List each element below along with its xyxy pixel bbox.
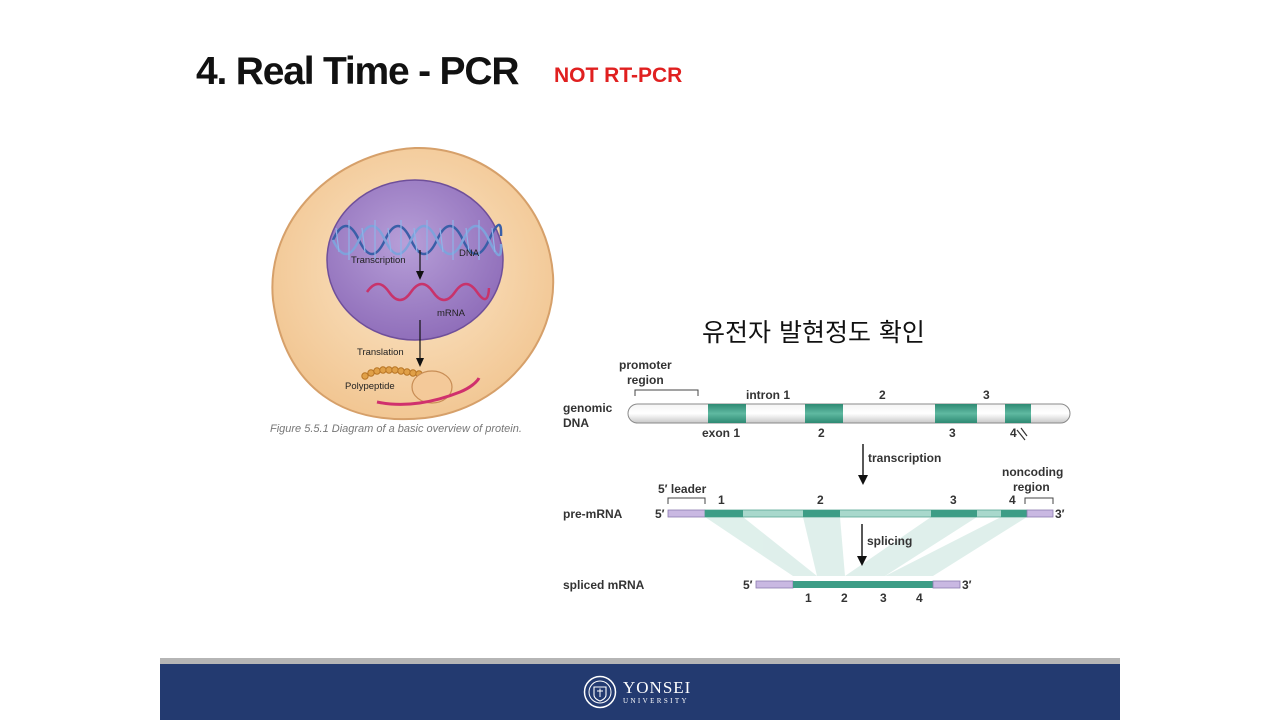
footer-bar [160, 664, 1120, 720]
cursor-mark-icon [1016, 427, 1028, 441]
pre-exon-2-num: 2 [817, 493, 824, 507]
pre-utr-5 [667, 509, 706, 518]
genomic-exon-3 [935, 404, 977, 423]
pre-exon-4 [1001, 510, 1027, 517]
pre-mrna-label: pre-mRNA [563, 507, 623, 521]
intron-1-label: intron 1 [746, 388, 790, 402]
label-mrna: mRNA [437, 308, 466, 319]
genomic-dna-tube [627, 403, 1071, 424]
spliced-three-prime: 3′ [962, 578, 972, 592]
exon-1-label: exon 1 [702, 426, 740, 440]
footer-wordmark: YONSEI UNIVERSITY [623, 679, 691, 705]
nucleus [326, 179, 504, 341]
genomic-exon-1 [708, 404, 746, 423]
spliced-utr-3 [932, 580, 961, 589]
intron-2-label: 2 [879, 388, 886, 402]
cytoplasm-mrna-icon [376, 377, 481, 406]
label-translation: Translation [357, 347, 404, 358]
cell-diagram: Transcription DNA mRNA Translation Polyp… [271, 146, 555, 420]
footer-sub: UNIVERSITY [623, 697, 689, 705]
transcription-label: transcription [868, 451, 941, 465]
pre-exon-1-num: 1 [718, 493, 725, 507]
genomic-label: genomic [563, 401, 613, 415]
label-transcription: Transcription [351, 255, 406, 266]
spliced-mrna-label: spliced mRNA [563, 578, 645, 592]
promoter-bracket [634, 389, 699, 396]
splicing-label: splicing [867, 534, 912, 548]
spliced-utr-5 [755, 580, 794, 589]
genomic-exon-4 [1005, 404, 1031, 423]
gene-expression-label: 유전자 발현정도 확인 [702, 318, 925, 347]
label-polypeptide: Polypeptide [345, 381, 395, 392]
pre-mrna-intron-strip [704, 509, 1028, 518]
ribosome [411, 370, 453, 404]
genomic-exon-2 [805, 404, 843, 423]
splicing-step-arrowhead [857, 556, 867, 566]
exon-4-label: 4 [1010, 426, 1017, 440]
spliced-exon-4-num: 4 [916, 591, 923, 605]
translation-arrowhead [416, 358, 424, 367]
pre-exon-3 [931, 510, 977, 517]
university-logo: YONSEI UNIVERSITY [583, 673, 691, 711]
transcription-step-arrowhead [858, 475, 868, 485]
promoter-region-label: region [627, 373, 664, 387]
footer-name: YONSEI [623, 678, 692, 697]
pre-three-prime: 3′ [1055, 507, 1065, 521]
noncoding-bracket [1024, 497, 1054, 504]
noncoding-label: noncoding [1002, 465, 1063, 479]
dna-helix-icon [331, 220, 503, 260]
pre-exon-2 [803, 510, 840, 517]
spliced-coding-region [793, 581, 933, 588]
pre-exon-3-num: 3 [950, 493, 957, 507]
yonsei-seal-icon [583, 675, 617, 709]
pre-exon-1 [705, 510, 743, 517]
leader-label: 5′ leader [658, 482, 707, 496]
footer-divider [160, 658, 1120, 664]
spliced-exon-3-num: 3 [880, 591, 887, 605]
transcription-arrowhead [416, 271, 424, 280]
pre-utr-3 [1026, 509, 1054, 518]
genomic-dna-label: DNA [563, 416, 589, 430]
gene-structure-diagram: promoter region genomic DNA intron 1 2 3… [563, 358, 1071, 605]
pre-exon-4-num: 4 [1009, 493, 1016, 507]
exon-2-label: 2 [818, 426, 825, 440]
mrna-wave-icon [365, 282, 491, 302]
label-dna: DNA [459, 248, 480, 259]
spliced-exon-1-num: 1 [805, 591, 812, 605]
spliced-exon-2-num: 2 [841, 591, 848, 605]
slide-subtitle: NOT RT-PCR [554, 64, 683, 87]
noncoding-region-label: region [1013, 480, 1050, 494]
exon-3-label: 3 [949, 426, 956, 440]
leader-bracket [667, 497, 706, 504]
pre-five-prime: 5′ [655, 507, 665, 521]
splice-fan [705, 517, 1027, 576]
slide-title: 4. Real Time - PCR [196, 50, 520, 93]
intron-3-label: 3 [983, 388, 990, 402]
figure-caption: Figure 5.5.1 Diagram of a basic overview… [270, 423, 522, 435]
promoter-label: promoter [619, 358, 672, 372]
spliced-five-prime: 5′ [743, 578, 753, 592]
